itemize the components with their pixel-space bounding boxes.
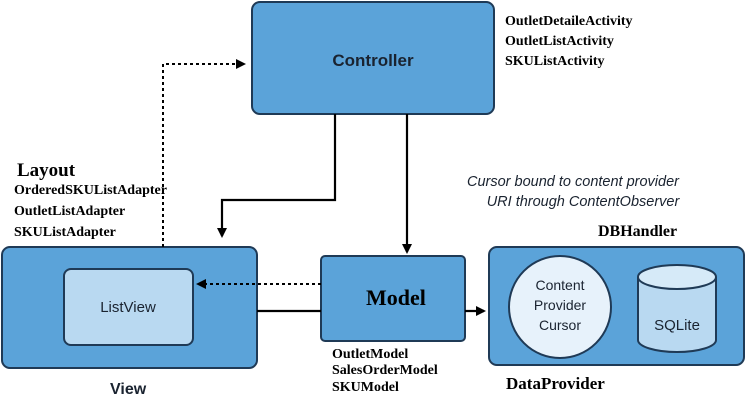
view-caption: View <box>110 381 147 398</box>
activity-item: OutletListActivity <box>505 34 614 49</box>
content-provider-line: Cursor <box>539 317 581 333</box>
sqlite-database-icon: SQLite <box>637 264 717 353</box>
cursor-note-line-2: URI through ContentObserver <box>487 194 681 210</box>
adapter-item: OutletListAdapter <box>14 204 125 219</box>
view-to-controller-dotted-arrow <box>162 59 246 247</box>
adapter-item: OrderedSKUListAdapter <box>14 183 167 198</box>
sqlite-label: SQLite <box>654 317 700 334</box>
activity-item: OutletDetaileActivity <box>505 14 633 29</box>
dataprovider-caption: DataProvider <box>506 374 605 393</box>
view-box: ListView <box>1 246 258 369</box>
layout-heading: Layout <box>17 160 76 181</box>
model-title: Model <box>366 285 426 310</box>
model-class-item: OutletModel <box>332 347 408 362</box>
listview-box <box>63 268 194 346</box>
listview-label: ListView <box>100 299 156 316</box>
adapter-item: SKUListAdapter <box>14 225 116 240</box>
model-class-item: SalesOrderModel <box>332 363 438 378</box>
cursor-note-line-1: Cursor bound to content provider <box>467 174 680 190</box>
controller-to-view-arrow <box>217 114 337 238</box>
data-provider-box: Content Provider Cursor SQLite <box>488 246 745 366</box>
activity-item: SKUListActivity <box>505 54 605 69</box>
controller-title: Controller <box>332 51 414 70</box>
content-provider-cursor: Content Provider Cursor <box>508 255 612 359</box>
cursor-note: Cursor bound to content provider URI thr… <box>467 174 680 210</box>
model-class-item: SKUModel <box>332 380 399 395</box>
dbhandler-heading: DBHandler <box>598 223 677 240</box>
view-adapters: Layout OrderedSKUListAdapter OutletListA… <box>14 160 167 240</box>
controller-box: Controller <box>251 1 495 115</box>
content-provider-line: Provider <box>534 297 586 313</box>
model-classes: OutletModel SalesOrderModel SKUModel <box>332 347 438 395</box>
connectors <box>162 59 486 316</box>
model-box: Model <box>320 255 466 342</box>
controller-activities: OutletDetaileActivity OutletListActivity… <box>505 14 633 69</box>
content-provider-line: Content <box>535 277 584 293</box>
